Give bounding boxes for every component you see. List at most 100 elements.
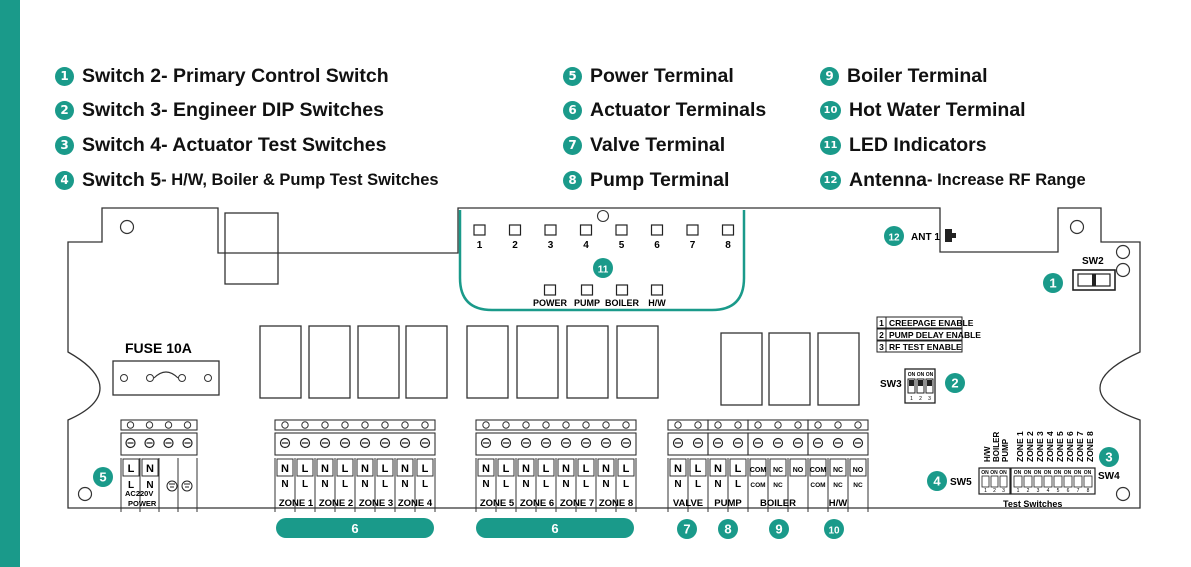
sw3-dip-number: 2 (919, 396, 922, 402)
terminal-pin-label: L (503, 463, 510, 475)
terminal-pin-label: N (361, 463, 369, 475)
terminal-pin-label: N (321, 463, 329, 475)
terminal-pin-label: NC (773, 467, 783, 474)
sw5-dip-cell (990, 475, 999, 488)
legend-name: Switch 3 (82, 98, 162, 121)
mounting-hole (77, 486, 93, 502)
sw5-dip-cell (999, 475, 1008, 488)
terminal-pin-label: NO (853, 467, 864, 474)
dip-label: PUMP DELAY ENABLE (889, 330, 981, 340)
terminal-pin-label: N (562, 479, 569, 490)
terminal-pin-box (376, 458, 394, 477)
terminal-screw (500, 437, 512, 449)
sw4-on-label: ON (1044, 470, 1052, 476)
marker-badge (945, 373, 965, 393)
sw5-switch (978, 467, 1011, 495)
sw5-dip-number: 2 (993, 488, 996, 494)
terminal-screw (692, 437, 704, 449)
terminal-screw-strip (747, 432, 809, 456)
terminal-screw (399, 437, 411, 449)
led-indicator (615, 284, 629, 296)
terminal-screw (381, 421, 389, 429)
terminal-pin-label: N (562, 463, 570, 475)
led-label: PUMP (574, 298, 600, 308)
terminal-screw (379, 437, 391, 449)
legend-item-12: 12 Antenna - Increase RF Range (820, 168, 1086, 192)
relay (405, 325, 448, 399)
sw4-on-label: ON (1014, 470, 1022, 476)
terminal-screw (672, 437, 684, 449)
terminal-pin-label: N (401, 463, 409, 475)
relay (308, 325, 351, 399)
terminal-screw (542, 421, 550, 429)
terminal-screw (734, 421, 742, 429)
terminal-screw (480, 437, 492, 449)
terminal-pin-label: NC (833, 482, 843, 489)
led-indicator (615, 224, 628, 236)
sw4-switch-label: ZONE 6 (1065, 431, 1075, 462)
sw2-switch (1072, 269, 1116, 291)
legend-number-badge: 2 (55, 100, 74, 120)
terminal-pin-label: COM (810, 467, 827, 474)
terminal-top-strip (667, 419, 709, 431)
legend-item-1: 1 Switch 2 - Primary Control Switch (55, 64, 389, 88)
terminal-screw (694, 421, 702, 429)
terminal-top-strip (274, 419, 436, 431)
sw5-switch-label: BOILER (992, 432, 1001, 462)
legend-number-badge: 5 (563, 66, 582, 86)
terminal-screw (540, 437, 552, 449)
terminal-screw (712, 437, 724, 449)
led-label: BOILER (605, 298, 640, 308)
terminal-pin-label: L (128, 463, 135, 475)
terminal-screw (125, 437, 136, 449)
sw4-on-label: ON (1024, 470, 1032, 476)
marker-badge (593, 258, 613, 278)
power-name-label: POWER (128, 499, 157, 508)
terminal-screw (339, 437, 351, 449)
terminal-pin-box (356, 458, 374, 477)
led-label: 5 (619, 240, 625, 251)
sw3-dip-number: 1 (910, 396, 913, 402)
terminal-screw (732, 437, 744, 449)
terminal-pin-box (689, 458, 707, 477)
terminal-screw (562, 421, 570, 429)
terminal-pin-label: N (714, 479, 721, 490)
terminal-screw (359, 437, 371, 449)
terminal-pin-label: N (482, 463, 490, 475)
legend-name: Antenna (849, 168, 927, 191)
terminal-pin-box (316, 458, 334, 477)
legend-number-badge: 4 (55, 170, 74, 190)
zone-label: ZONE 4 (398, 498, 433, 509)
sw3-on-label: ON (917, 372, 925, 378)
terminal-pin-label: L (623, 463, 630, 475)
terminal-pin-box (809, 458, 827, 477)
terminal-screw (145, 421, 154, 429)
legend-item-10: 10 Hot Water Terminal (820, 98, 1026, 122)
sw3-dip-toggle (927, 380, 932, 386)
terminal-screw (183, 421, 192, 429)
terminal-pin-label: L (623, 479, 629, 490)
terminal-pin-box (709, 458, 727, 477)
terminal-pin-box (729, 458, 747, 477)
terminal-pin-box (789, 458, 807, 477)
terminal-screw (341, 421, 349, 429)
terminal-pin-box (497, 458, 515, 477)
terminal-pin-label: N (146, 463, 154, 475)
sw3-dip-number: 3 (928, 396, 931, 402)
terminal-screw (299, 437, 311, 449)
marker-label: 3 (1105, 450, 1112, 465)
terminal-pin-label: L (422, 463, 429, 475)
terminal-pin-label: N (361, 479, 368, 490)
terminal-top-strip (807, 419, 869, 431)
led-indicator (579, 224, 593, 236)
terminal-screw-strip (274, 432, 436, 456)
terminal-pin-box (122, 458, 140, 477)
valve-label: VALVE (673, 498, 703, 509)
zone-label: ZONE 8 (599, 498, 633, 509)
terminal-screw (754, 421, 762, 429)
mounting-hole (596, 209, 610, 223)
sw2-label: SW2 (1082, 256, 1104, 267)
